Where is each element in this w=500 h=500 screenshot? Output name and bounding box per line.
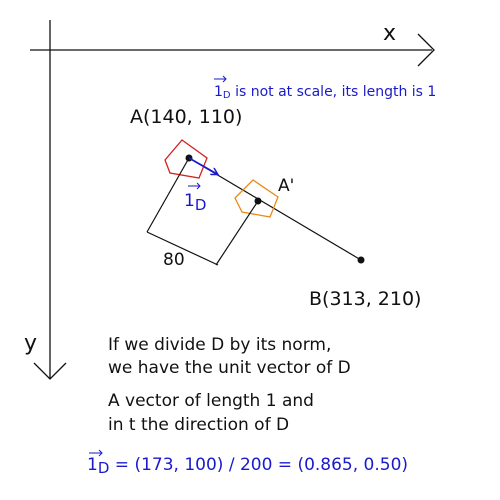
svg-text:1D: 1D [184, 191, 206, 214]
note-text: 1D is not at scale, its length is 1 [214, 84, 436, 101]
formula: 1D = (173, 100) / 200 = (0.865, 0.50) [87, 449, 408, 477]
pentagon-at-a-prime [234, 179, 279, 218]
explanation-line-2: we have the unit vector of D [108, 358, 351, 378]
unit-vector-label: 1D [184, 182, 206, 214]
dimension-line [146, 157, 259, 266]
label-point-b: B(313, 210) [309, 288, 421, 310]
y-axis-arrowhead [33, 362, 67, 380]
pentagon-at-a [164, 139, 208, 179]
formula-text: 1D = (173, 100) / 200 = (0.865, 0.50) [87, 455, 408, 477]
explanation-line-4: in t the direction of D [108, 415, 289, 435]
label-point-a: A(140, 110) [130, 106, 242, 128]
x-axis-label: x [383, 21, 396, 46]
unit-vector-arrow [188, 157, 217, 174]
label-point-a-prime: A' [278, 176, 294, 196]
scale-note: 1D is not at scale, its length is 1 [214, 75, 436, 101]
explanation-line-1: If we divide D by its norm, [108, 335, 331, 355]
y-axis-label: y [24, 331, 37, 356]
explanation-line-3: A vector of length 1 and [108, 391, 314, 411]
x-axis [30, 33, 435, 67]
y-axis [33, 20, 67, 380]
dimension-label: 80 [163, 250, 185, 270]
x-axis-arrowhead [417, 33, 435, 67]
point-b [357, 256, 365, 264]
